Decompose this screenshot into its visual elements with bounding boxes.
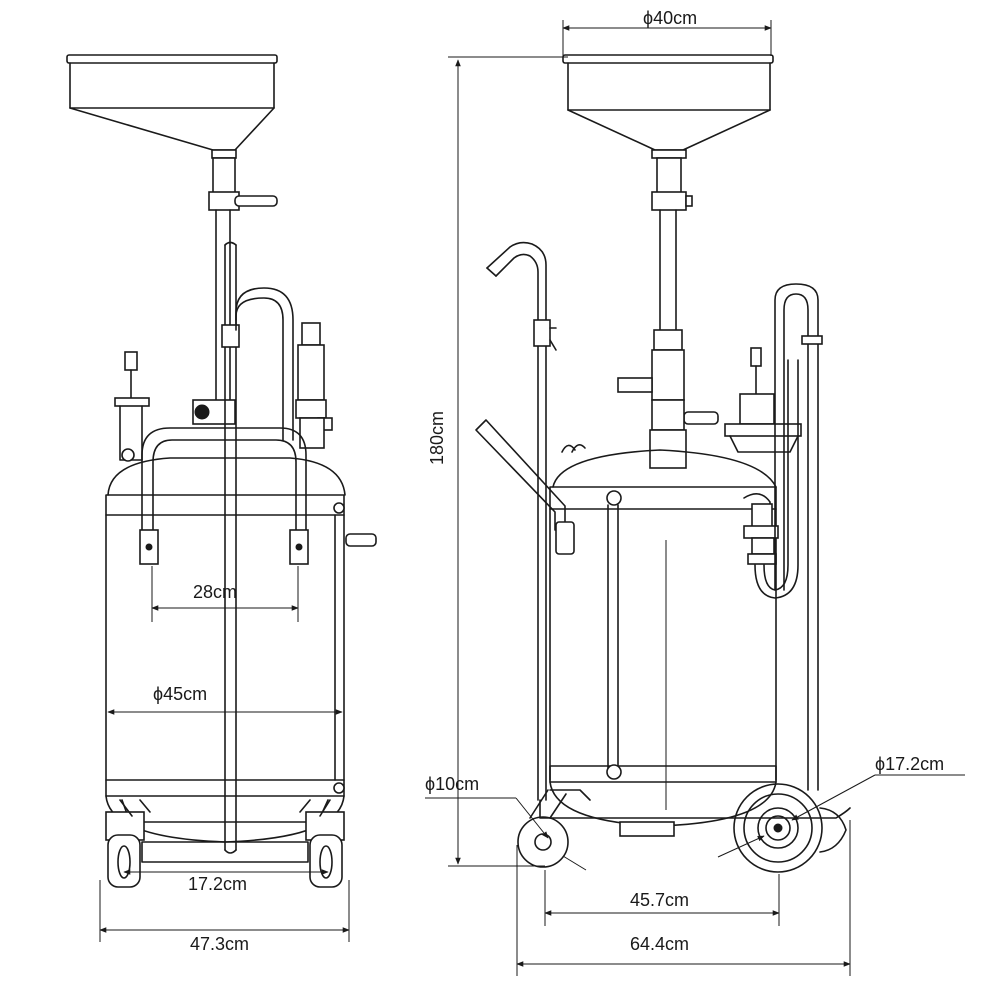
- dim-front-wheel-track: 17.2cm: [123, 869, 329, 894]
- side-suction-tube: [475, 241, 575, 801]
- side-tank: [549, 444, 777, 827]
- side-base: [517, 783, 851, 873]
- front-relief-valve: [295, 322, 333, 449]
- front-tank: [105, 457, 377, 843]
- dim-handle-spacing: 28cm: [151, 566, 299, 622]
- side-valve: [743, 493, 779, 565]
- wheelbase-label: 45.7cm: [630, 890, 689, 910]
- side-view: ϕ40cm 180cm ϕ10cm ϕ17.2cm 45.7cm: [425, 8, 965, 976]
- overall-depth-label: 64.4cm: [630, 934, 689, 954]
- dim-wheelbase: 45.7cm: [544, 870, 780, 926]
- front-drain-tube: [192, 157, 278, 425]
- dim-tank-diameter: ϕ45cm: [107, 684, 343, 715]
- side-gauge: [724, 347, 802, 453]
- height-label: 180cm: [427, 411, 447, 465]
- tank-diameter-label: ϕ45cm: [153, 684, 207, 704]
- handle-spacing-label: 28cm: [193, 582, 237, 602]
- dim-base-width: 47.3cm: [99, 880, 350, 954]
- front-funnel: [66, 54, 278, 159]
- small-wheel-label: ϕ10cm: [425, 774, 479, 794]
- dim-funnel-diameter: ϕ40cm: [562, 8, 772, 56]
- funnel-diameter-label: ϕ40cm: [643, 8, 697, 28]
- front-hose: [235, 287, 294, 441]
- dim-large-wheel: ϕ17.2cm: [717, 754, 965, 858]
- side-drain-tube: [617, 157, 719, 469]
- base-width-label: 47.3cm: [190, 934, 249, 954]
- front-gauge: [114, 351, 150, 462]
- front-wheel-track-label: 17.2cm: [188, 874, 247, 894]
- front-view: 28cm ϕ45cm 17.2cm 47.3cm: [66, 54, 377, 954]
- dim-overall-depth: 64.4cm: [516, 820, 851, 976]
- large-wheel-label: ϕ17.2cm: [875, 754, 944, 774]
- side-funnel: [562, 54, 774, 159]
- side-hose-frame: [754, 283, 823, 791]
- front-suction-tube: [221, 241, 240, 854]
- front-handle: [139, 427, 309, 565]
- dim-small-wheel: ϕ10cm: [425, 774, 587, 871]
- dim-height: 180cm: [427, 56, 568, 867]
